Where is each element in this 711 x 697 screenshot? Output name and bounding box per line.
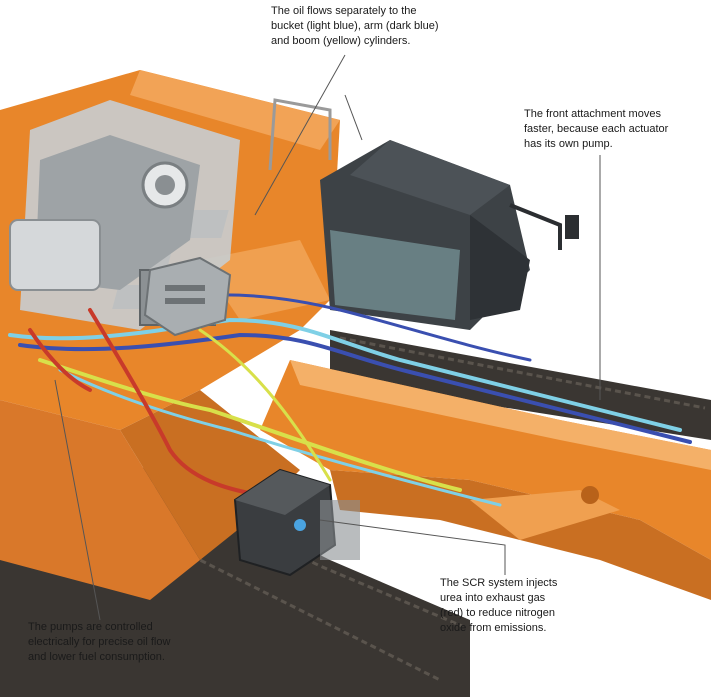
leader-pumps: [54, 379, 101, 621]
handrail: [268, 98, 332, 171]
annotation-scr-system: The SCR system injects urea into exhaust…: [440, 577, 558, 634]
exhaust-lines: [28, 308, 262, 497]
scr-tank-icon: [233, 468, 360, 577]
cab-icon: [320, 140, 579, 330]
leader-lines: [54, 54, 601, 621]
leader-oil-flow-secondary: [344, 94, 363, 141]
annotation-pumps: The pumps are controlled electrically fo…: [28, 621, 171, 663]
boom-arm: [260, 360, 711, 600]
control-valve: [143, 256, 232, 337]
hydraulic-lines: [8, 293, 692, 507]
annotation-oil-flow: The oil flows separately to the bucket (…: [271, 5, 439, 47]
leader-oil-flow: [254, 54, 346, 216]
annotation-front-attachment: The front attachment moves faster, becau…: [524, 108, 669, 150]
leader-scr: [319, 519, 506, 575]
